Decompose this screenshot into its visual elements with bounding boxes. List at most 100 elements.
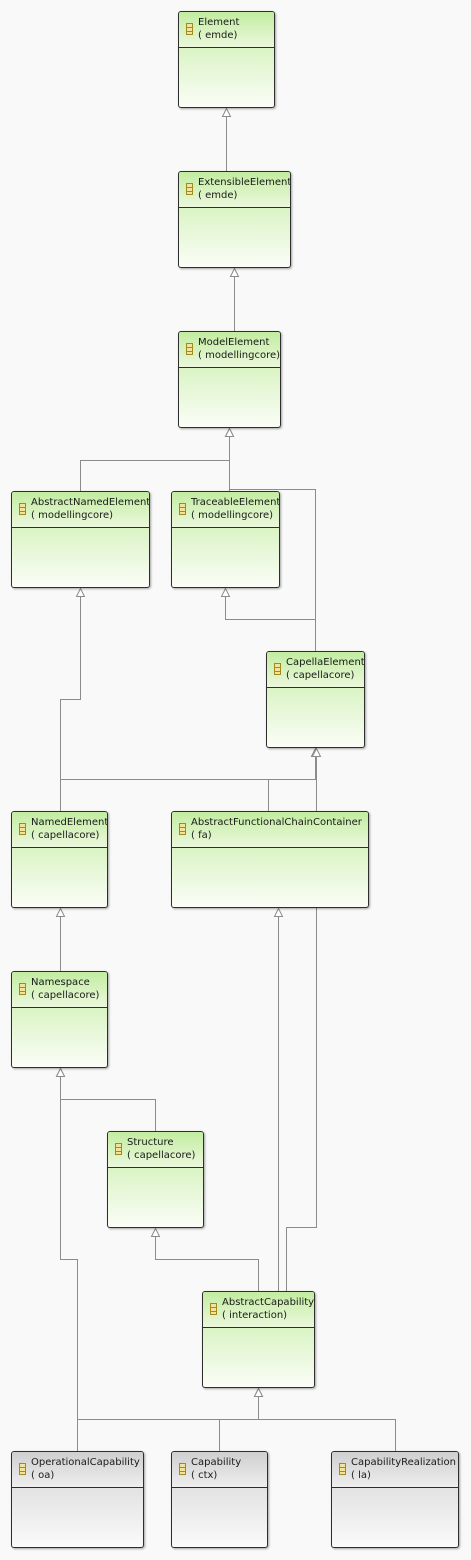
class-attributes-compartment [172, 848, 368, 907]
generalization-edge-extensible-element-to-element[interactable] [221, 107, 232, 172]
class-icon [19, 983, 26, 995]
class-node-model-element[interactable]: ModelElement( modellingcore) [178, 331, 281, 428]
class-header: OperationalCapability ( oa) [12, 1452, 143, 1488]
generalization-edge-capability-realization-to-abstract-capability[interactable] [253, 1387, 396, 1452]
class-name: Structure [127, 1137, 174, 1148]
class-package: ( ctx) [191, 1470, 218, 1481]
edge-line [60, 1068, 78, 1452]
class-icon [19, 1463, 26, 1475]
class-icon [186, 183, 193, 195]
class-header: Element( emde) [179, 12, 274, 48]
class-attributes-compartment [203, 1328, 314, 1387]
class-attributes-compartment [12, 1488, 143, 1547]
class-header: CapabilityRealization ( la) [332, 1452, 458, 1488]
class-header: Capability ( ctx) [172, 1452, 267, 1488]
edge-line [80, 428, 230, 492]
generalization-edge-abstract-capability-to-capella-element[interactable] [286, 747, 322, 1292]
class-attributes-compartment [179, 208, 290, 267]
class-header: Namespace( capellacore) [12, 972, 107, 1008]
class-node-abstract-functional-chain-container[interactable]: AbstractFunctionalChainContainer( fa) [171, 811, 369, 908]
class-name: CapellaElement [286, 657, 365, 668]
class-node-capella-element[interactable]: CapellaElement ( capellacore) [266, 651, 365, 748]
class-name: AbstractCapability [222, 1297, 315, 1308]
generalization-edge-capella-element-to-traceable-element[interactable] [220, 587, 316, 652]
class-header: TraceableElement( modellingcore) [172, 492, 279, 528]
edge-line [225, 588, 316, 652]
class-node-extensible-element[interactable]: ExtensibleElement ( emde) [178, 171, 291, 268]
class-name: AbstractFunctionalChainContainer [191, 817, 362, 828]
class-icon [186, 23, 193, 35]
generalization-edge-capability-to-abstract-capability[interactable] [219, 1387, 264, 1452]
generalization-arrowhead [253, 1387, 264, 1397]
edge-line [155, 1228, 259, 1292]
class-node-namespace[interactable]: Namespace( capellacore) [11, 971, 108, 1068]
class-node-abstract-named-element[interactable]: AbstractNamedElement ( modellingcore) [11, 491, 150, 588]
edge-line [258, 1388, 396, 1452]
class-name: Namespace [31, 977, 90, 988]
class-node-element[interactable]: Element( emde) [178, 11, 275, 108]
class-header: ModelElement( modellingcore) [179, 332, 280, 368]
generalization-edge-named-element-to-abstract-named-element[interactable] [60, 587, 86, 812]
edge-line [268, 748, 316, 812]
class-attributes-compartment [179, 368, 280, 427]
class-icon [179, 503, 186, 515]
class-header: AbstractCapability ( interaction) [203, 1292, 314, 1328]
class-package: ( modellingcore) [31, 510, 114, 521]
class-package: ( interaction) [222, 1310, 288, 1321]
class-name: NamedElement [31, 817, 108, 828]
class-package: ( modellingcore) [191, 510, 274, 521]
class-node-abstract-capability[interactable]: AbstractCapability ( interaction) [202, 1291, 315, 1388]
generalization-edge-operational-capability-to-namespace[interactable] [55, 1067, 78, 1452]
generalization-arrowhead [150, 1227, 161, 1237]
class-node-traceable-element[interactable]: TraceableElement( modellingcore) [171, 491, 280, 588]
class-name: ModelElement [198, 337, 270, 348]
generalization-edge-abstract-capability-to-abstract-functional-chain-container[interactable] [273, 907, 284, 1292]
class-node-operational-capability[interactable]: OperationalCapability ( oa) [11, 1451, 144, 1548]
generalization-edge-abstract-functional-chain-container-to-capella-element[interactable] [268, 747, 321, 812]
class-icon [339, 1463, 346, 1475]
edge-line [60, 588, 81, 812]
generalization-edge-namespace-to-named-element[interactable] [55, 907, 66, 972]
class-attributes-compartment [12, 528, 149, 587]
class-node-named-element[interactable]: NamedElement ( capellacore) [11, 811, 108, 908]
class-node-structure[interactable]: Structure( capellacore) [107, 1131, 204, 1228]
class-icon [186, 343, 193, 355]
class-package: ( emde) [198, 190, 238, 201]
generalization-edge-capella-element-to-model-element[interactable] [224, 427, 316, 652]
class-attributes-compartment [108, 1168, 203, 1227]
generalization-arrowhead [221, 107, 232, 117]
class-icon [274, 663, 281, 675]
generalization-edge-structure-to-namespace[interactable] [55, 1067, 156, 1132]
generalization-edge-abstract-capability-to-structure[interactable] [150, 1227, 259, 1292]
generalization-arrowhead [229, 267, 240, 277]
class-name: OperationalCapability [31, 1457, 140, 1468]
generalization-edge-abstract-named-element-to-model-element[interactable] [80, 427, 235, 492]
class-package: ( la) [351, 1470, 371, 1481]
generalization-edge-model-element-to-extensible-element[interactable] [229, 267, 240, 332]
class-attributes-compartment [332, 1488, 458, 1547]
class-name: AbstractNamedElement [31, 497, 150, 508]
class-header: AbstractFunctionalChainContainer( fa) [172, 812, 368, 848]
class-package: ( capellacore) [31, 830, 100, 841]
class-attributes-compartment [172, 528, 279, 587]
class-header: ExtensibleElement ( emde) [179, 172, 290, 208]
class-attributes-compartment [179, 48, 274, 107]
class-name: Capability [191, 1457, 242, 1468]
class-icon [179, 823, 186, 835]
class-header: AbstractNamedElement ( modellingcore) [12, 492, 149, 528]
edge-line [286, 748, 317, 1292]
class-node-capability-realization[interactable]: CapabilityRealization ( la) [331, 1451, 459, 1548]
generalization-arrowhead [311, 747, 322, 757]
class-package: ( oa) [31, 1470, 55, 1481]
class-icon [115, 1143, 122, 1155]
generalization-arrowhead [75, 587, 86, 597]
class-icon [19, 823, 26, 835]
class-node-capability[interactable]: Capability ( ctx) [171, 1451, 268, 1548]
generalization-arrowhead [273, 907, 284, 917]
class-name: CapabilityRealization [351, 1457, 456, 1468]
class-package: ( capellacore) [286, 670, 355, 681]
class-name: ExtensibleElement [198, 177, 291, 188]
class-package: ( emde) [198, 30, 238, 41]
